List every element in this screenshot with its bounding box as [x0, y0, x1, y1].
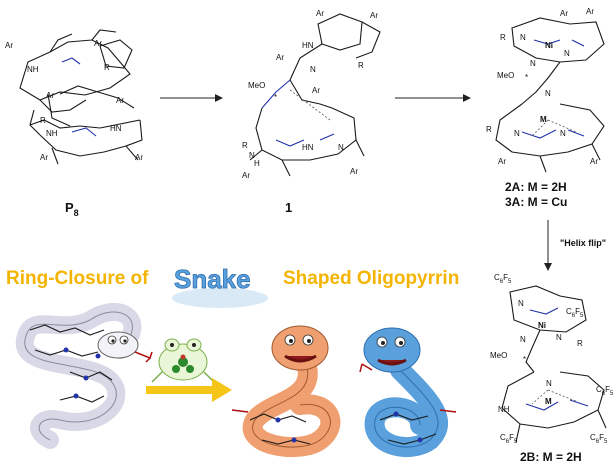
atom-hn: HN: [302, 41, 314, 50]
atom-r: R: [104, 63, 110, 72]
atom-ar: Ar: [586, 7, 594, 16]
atom-n: N: [564, 49, 570, 58]
structure-compound-1: Ar Ar HN R N Ar MeO * Ar R N H HN N Ar A…: [242, 9, 381, 180]
atom-n: N: [520, 335, 526, 344]
frog-catalyst-icon: [151, 338, 215, 383]
atom-c6f5: C6F5: [494, 273, 512, 285]
snake-orange-icon: [231, 325, 341, 457]
atom-ar: Ar: [40, 153, 48, 162]
atom-n: N: [249, 151, 255, 160]
atom-r: R: [40, 116, 46, 125]
compound-label-2b: 2B: M = 2H: [520, 450, 582, 463]
atom-n: N: [514, 129, 520, 138]
atom-r: R: [577, 339, 583, 348]
atom-ar: Ar: [5, 41, 13, 50]
atom-ar: Ar: [350, 167, 358, 176]
atom-r: R: [486, 125, 492, 134]
atom-c6f5: C6F5: [596, 385, 614, 397]
snake-word-logo: Snake: [172, 264, 268, 308]
atom-ar: Ar: [312, 86, 320, 95]
atom-star: *: [274, 93, 277, 102]
atom-ar: Ar: [590, 157, 598, 166]
banner-left-text: Ring-Closure of: [6, 268, 149, 289]
helix-flip-label: "Helix flip": [560, 238, 606, 248]
atom-n: N: [520, 33, 526, 42]
atom-ar: Ar: [135, 153, 143, 162]
atom-n: N: [545, 89, 551, 98]
atom-n: N: [338, 143, 344, 152]
atom-n: N: [530, 59, 536, 68]
atom-meo: MeO: [248, 81, 265, 90]
atom-ar: Ar: [316, 9, 324, 18]
atom-n: N: [556, 333, 562, 342]
atom-r: R: [500, 33, 506, 42]
atom-ar: Ar: [94, 39, 102, 48]
atom-ni: Ni: [538, 321, 546, 330]
atom-m: M: [540, 115, 547, 124]
structure-compound-2b: C6F5 C6F5 N Ni N R N MeO * N M C6F5 NH C…: [490, 273, 614, 445]
atom-n: N: [560, 129, 566, 138]
compound-label-3a: 3A: M = Cu: [505, 195, 567, 209]
atom-nh: NH: [498, 405, 510, 414]
atom-n: N: [546, 379, 552, 388]
atom-star: *: [525, 73, 528, 82]
yellow-arrow-icon: [146, 378, 232, 402]
atom-r: R: [242, 141, 248, 150]
atom-ar: Ar: [560, 9, 568, 18]
atom-ar: Ar: [46, 91, 54, 100]
atom-ar: Ar: [116, 96, 124, 105]
compound-label-1: 1: [285, 200, 292, 215]
snake-white-icon: [15, 302, 153, 449]
atom-ar: Ar: [498, 157, 506, 166]
atom-hn: HN: [110, 124, 122, 133]
atom-nh: NH: [46, 129, 58, 138]
atom-n: N: [310, 65, 316, 74]
banner: Ring-Closure of Snake Shaped Oligopyrrin: [6, 264, 459, 308]
atom-ar: Ar: [370, 11, 378, 20]
atom-m: M: [545, 397, 552, 406]
atom-meo: MeO: [497, 71, 514, 80]
atom-r: R: [358, 61, 364, 70]
atom-h: H: [254, 159, 260, 168]
atom-c6f5: C6F5: [500, 433, 518, 445]
atom-n: N: [518, 299, 524, 308]
atom-ar: Ar: [276, 53, 284, 62]
compound-label-2a: 2A: M = 2H: [505, 180, 567, 194]
atom-meo: MeO: [490, 351, 507, 360]
compound-label-p8: P8: [65, 200, 79, 218]
atom-ar: Ar: [242, 171, 250, 180]
atom-ni: Ni: [545, 41, 553, 50]
atom-c6f5: C6F5: [566, 307, 584, 319]
structure-p8: Ar Ar NH R Ar Ar R NH HN Ar Ar: [5, 29, 143, 165]
atom-star: *: [523, 355, 526, 364]
snake-blue-icon: [359, 327, 457, 458]
banner-snake-word: Snake: [174, 264, 251, 294]
atom-hn: HN: [302, 143, 314, 152]
atom-c6f5: C6F5: [590, 433, 608, 445]
structure-compound-2a: Ar Ar R N Ni N N MeO * N M R N N Ar Ar: [486, 7, 605, 173]
banner-right-text: Shaped Oligopyrrin: [283, 268, 459, 289]
atom-nh: NH: [27, 65, 39, 74]
